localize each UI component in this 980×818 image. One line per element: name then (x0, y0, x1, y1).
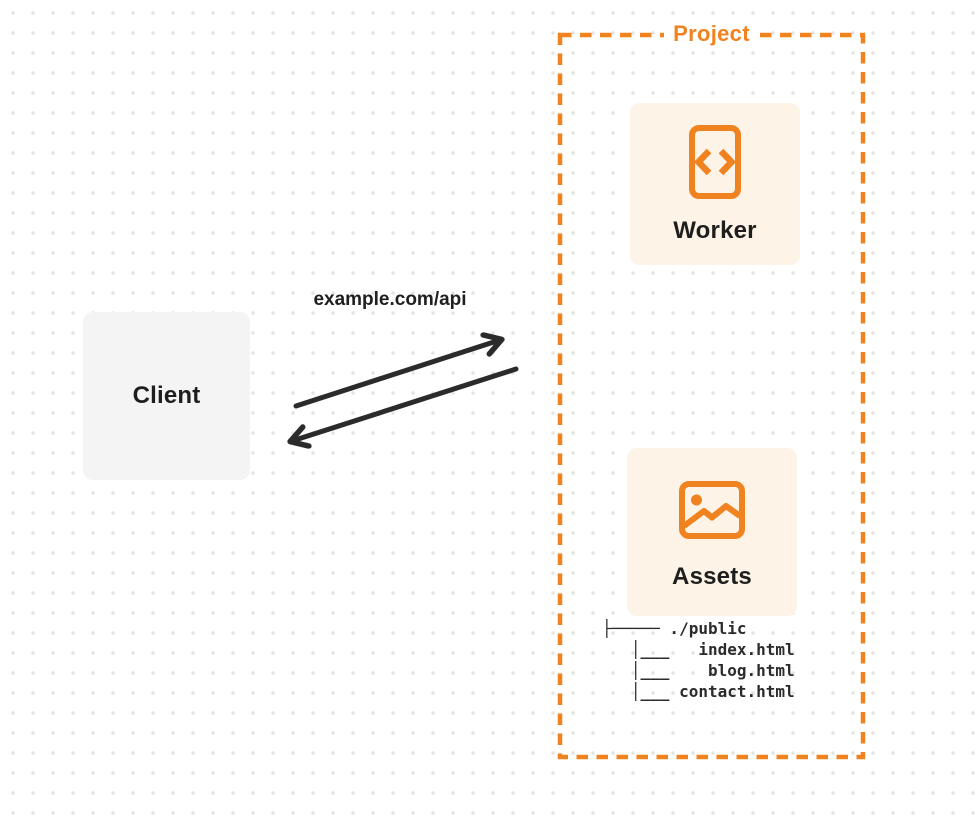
image-icon (679, 481, 745, 539)
assets-card: Assets (627, 448, 797, 616)
client-card: Client (83, 312, 250, 480)
request-url-label: example.com/api (313, 289, 467, 310)
assets-label: Assets (672, 563, 752, 590)
project-label: Project (664, 20, 759, 48)
worker-card: Worker (630, 103, 800, 265)
worker-label: Worker (673, 217, 757, 244)
request-arrow (293, 340, 500, 409)
code-file-icon (689, 125, 741, 199)
response-arrow (292, 366, 519, 441)
assets-file-tree: ├───── ./public │___ index.html │___ blo… (602, 619, 795, 701)
project-label-row: Project (560, 20, 863, 48)
client-label: Client (132, 382, 201, 409)
